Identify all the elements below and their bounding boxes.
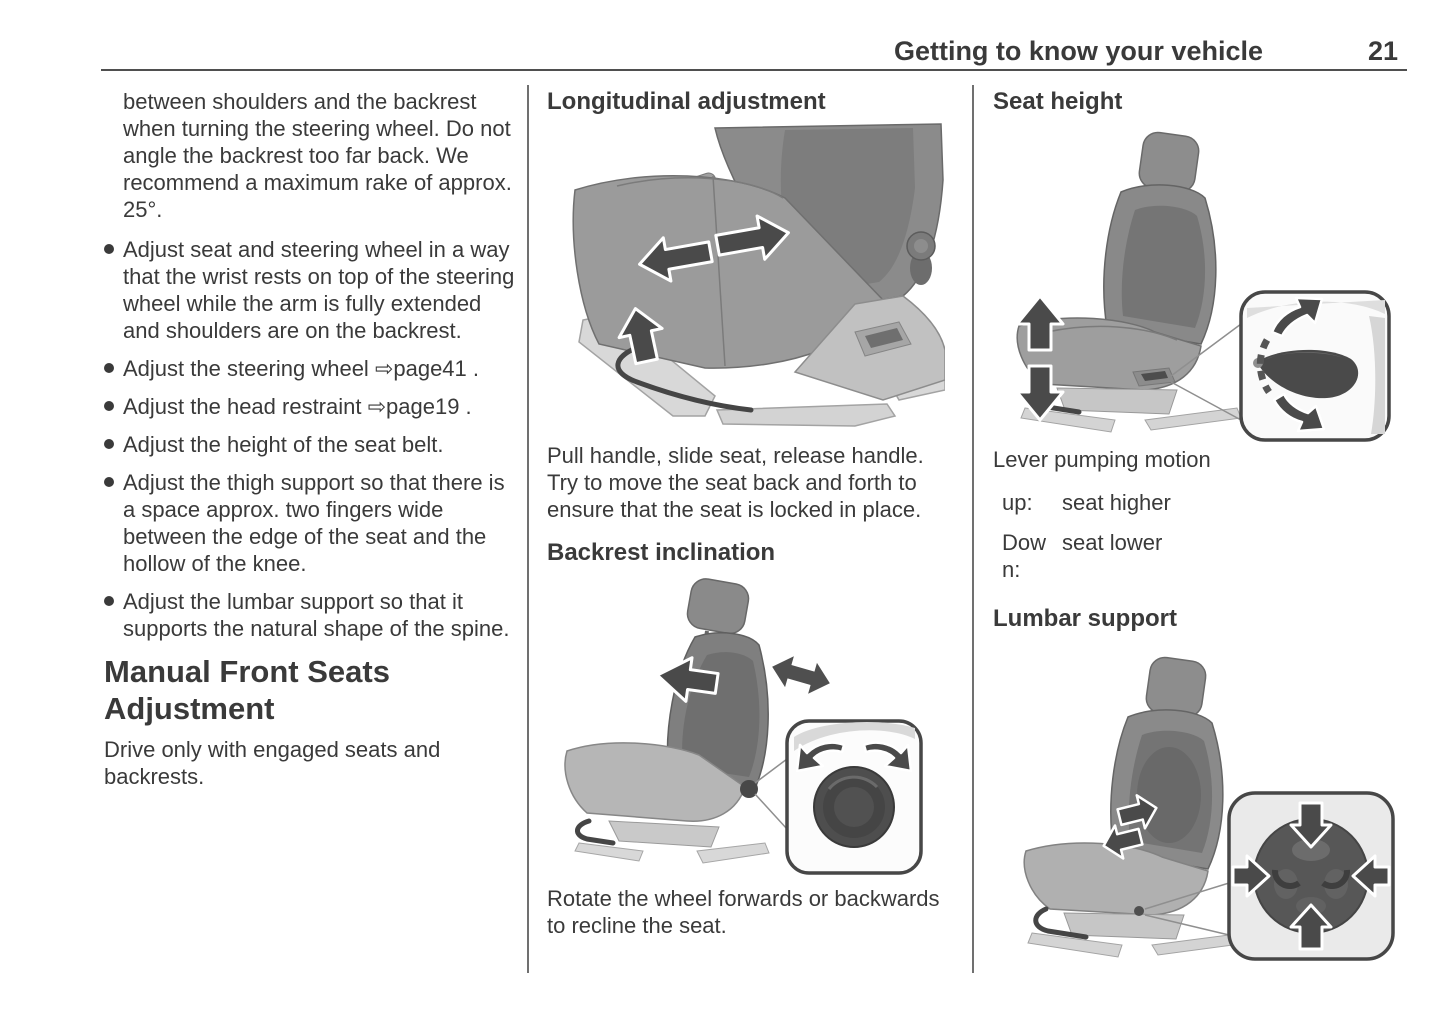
list-item: Adjust the height of the seat belt. [104, 431, 516, 458]
longitudinal-adjustment-illustration [572, 123, 945, 427]
section-heading-manual-front-seats: Manual Front Seats Adjustment [104, 654, 390, 726]
seat-height-caption: Lever pumping motion [993, 447, 1211, 472]
bullet-text: Adjust the height of the seat belt. [123, 432, 444, 457]
row-label: up: [1002, 490, 1033, 515]
up-down-table: up: seat higher Down: seat lower [1002, 489, 1411, 583]
heading-seat-height: Seat height [993, 88, 1123, 115]
seat-down-arrow-icon [1015, 364, 1065, 422]
list-item: Adjust seat and steering wheel in a way … [104, 236, 516, 344]
bullet-text: Adjust the head restraint ⇨page19 . [123, 394, 472, 419]
lumbar-out-arrow-icon [1102, 824, 1144, 860]
column-divider-right [972, 85, 974, 973]
bullet-icon [104, 439, 114, 449]
list-item: Adjust the thigh support so that there i… [104, 469, 516, 577]
row-label: Down: [1002, 530, 1047, 582]
row-value: seat lower [1062, 530, 1163, 555]
pad-left-arrow-icon [1351, 854, 1391, 898]
rotate-left-arrow-icon [795, 741, 846, 773]
seat-height-illustration [1015, 131, 1391, 442]
rotate-right-arrow-icon [862, 741, 913, 773]
seat-up-arrow-icon [1015, 294, 1065, 352]
left-column: between shoulders and the backrest when … [104, 88, 516, 790]
bullet-text: Adjust the steering wheel ⇨page41 . [123, 356, 479, 381]
list-item: Adjust the lumbar support so that it sup… [104, 588, 516, 642]
page-number: 21 [1367, 36, 1398, 66]
seat-graphic [572, 123, 945, 427]
bullet-icon [104, 401, 114, 411]
backrest-inclination-illustration [564, 578, 923, 875]
pad-up-arrow-icon [1289, 903, 1333, 951]
backrest-backward-arrow-icon [772, 656, 830, 694]
section-paragraph: Drive only with engaged seats and backre… [104, 737, 441, 789]
continued-paragraph: between shoulders and the backrest when … [123, 89, 512, 222]
column-divider-left [527, 85, 529, 973]
backrest-caption: Rotate the wheel forwards or backwards t… [547, 886, 940, 938]
lumbar-in-arrow-icon [1116, 794, 1158, 830]
seat-graphic [564, 578, 770, 864]
slide-backward-arrow-icon [714, 214, 790, 261]
adjustment-bullet-list: Adjust seat and steering wheel in a way … [104, 236, 516, 642]
pull-handle-up-arrow-icon [617, 307, 664, 366]
lever-down-arrow-icon [1272, 392, 1326, 433]
bullet-icon [104, 477, 114, 487]
table-row: Down: seat lower [1002, 529, 1411, 583]
bullet-icon [104, 596, 114, 606]
pad-down-arrow-icon [1289, 801, 1333, 849]
right-column: Seat height [993, 88, 1411, 961]
table-row: up: seat higher [1002, 489, 1411, 516]
seat-slide-handle [615, 343, 754, 413]
chapter-title: Getting to know your vehicle [893, 36, 1263, 66]
bullet-icon [104, 363, 114, 373]
slide-forward-arrow-icon [638, 236, 714, 283]
heading-longitudinal-adjustment: Longitudinal adjustment [547, 88, 826, 115]
recline-wheel-inset [785, 719, 923, 875]
bullet-icon [104, 244, 114, 254]
lumbar-support-illustration [1023, 656, 1395, 961]
heading-backrest-inclination: Backrest inclination [547, 539, 776, 566]
lumbar-pad-inset [1227, 791, 1395, 961]
height-lever-closeup [1257, 349, 1359, 399]
list-item: Adjust the steering wheel ⇨page41 . [104, 355, 516, 382]
bullet-text: Adjust the thigh support so that there i… [123, 470, 505, 576]
longitudinal-caption: Pull handle, slide seat, release handle.… [547, 443, 924, 522]
middle-column: Longitudinal adjustment [547, 88, 959, 939]
row-value: seat higher [1062, 490, 1171, 515]
bullet-text: Adjust seat and steering wheel in a way … [123, 237, 515, 343]
pad-right-arrow-icon [1231, 854, 1271, 898]
bullet-text: Adjust the lumbar support so that it sup… [123, 589, 510, 641]
recline-wheel [740, 780, 758, 798]
backrest-forward-arrow-icon [655, 656, 720, 703]
lever-up-arrow-icon [1270, 296, 1324, 338]
height-lever-inset [1239, 290, 1391, 442]
height-lever [1141, 371, 1168, 381]
heading-lumbar-support: Lumbar support [993, 605, 1177, 632]
list-item: Adjust the head restraint ⇨page19 . [104, 393, 516, 420]
header-rule [101, 69, 1407, 71]
